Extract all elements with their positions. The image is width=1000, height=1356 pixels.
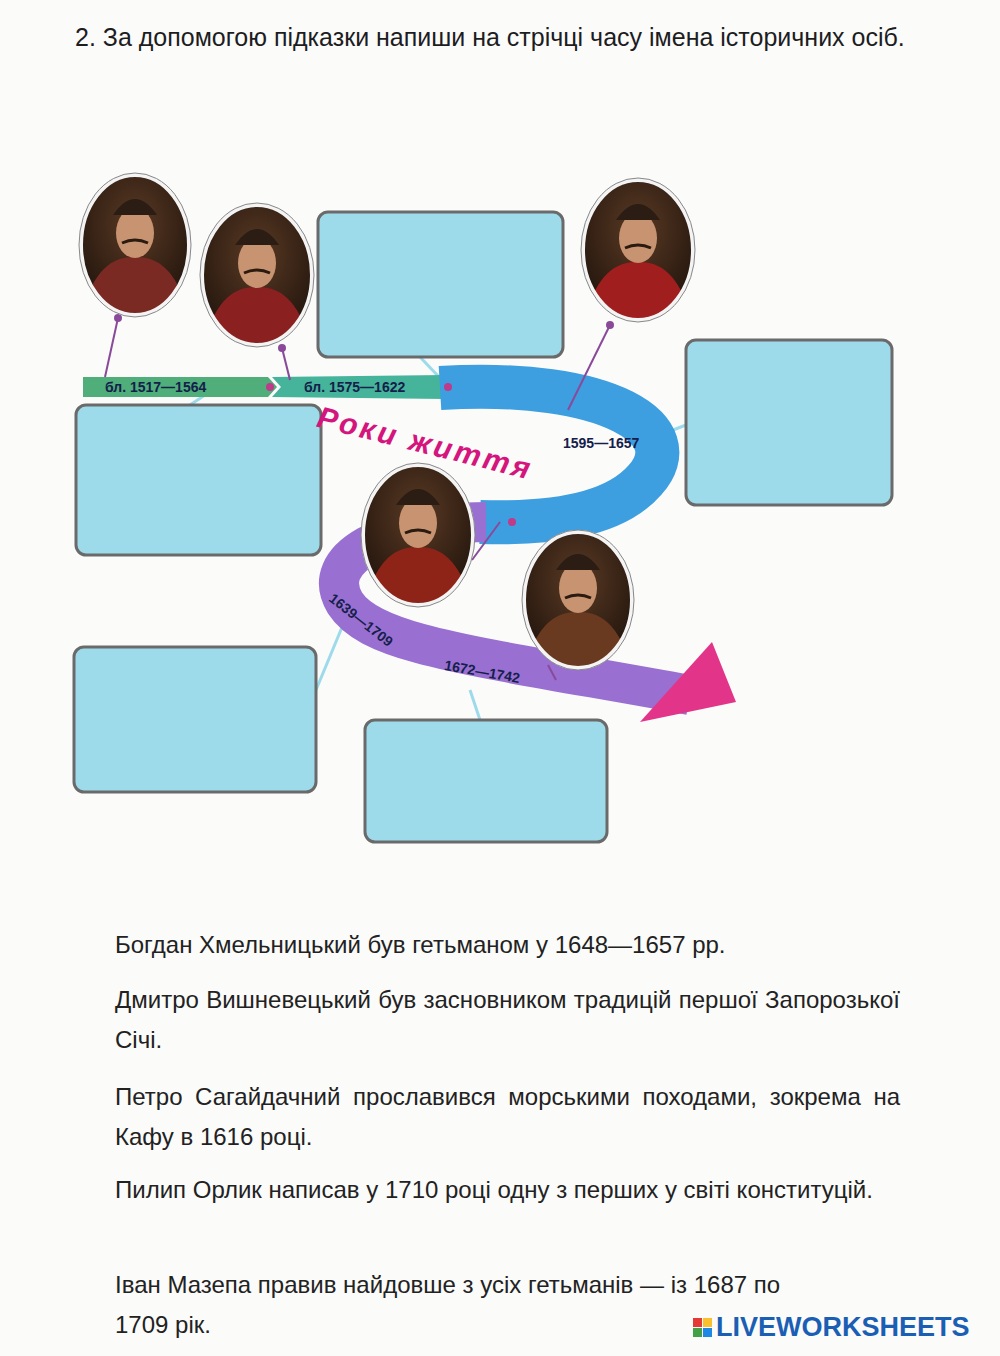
portrait-frame bbox=[361, 463, 475, 607]
portrait-frame bbox=[79, 173, 191, 317]
answer-box bbox=[74, 212, 892, 842]
portrait-clothing bbox=[583, 262, 693, 325]
portrait-leader bbox=[548, 665, 556, 680]
portrait-face bbox=[619, 213, 657, 263]
portrait-leader bbox=[115, 315, 121, 321]
answer-box bbox=[686, 340, 892, 505]
ribbon-segment bbox=[272, 375, 452, 399]
portrait-moustache bbox=[625, 245, 651, 248]
ribbon-dot bbox=[444, 383, 452, 391]
task-title: 2. За допомогою підказки напиши на стріч… bbox=[75, 18, 910, 56]
box-pointer bbox=[470, 690, 480, 720]
portrait-clothing bbox=[523, 612, 633, 675]
portrait-moustache bbox=[405, 530, 431, 533]
portrait-leader bbox=[472, 522, 500, 560]
hint-text: Пилип Орлик написав у 1710 році одну з п… bbox=[115, 1170, 900, 1210]
ribbon-arrowhead bbox=[640, 642, 736, 722]
portrait-frame bbox=[200, 203, 314, 347]
portrait-clothing bbox=[202, 287, 312, 350]
hint-text: Іван Мазепа правив найдовше з усіх гетьм… bbox=[115, 1265, 815, 1345]
logo-mark bbox=[693, 1318, 712, 1337]
portrait-hat bbox=[616, 204, 660, 220]
hint-text: Петро Сагайдачний прославився морськими … bbox=[115, 1077, 900, 1157]
portrait-frame bbox=[202, 205, 312, 345]
portrait-hat bbox=[396, 489, 440, 505]
portrait-moustache bbox=[565, 595, 591, 598]
logo-mark bbox=[693, 1318, 702, 1327]
portrait-leader bbox=[607, 322, 613, 328]
answer-box bbox=[318, 212, 563, 357]
portrait-hat bbox=[556, 554, 600, 570]
answer-box bbox=[74, 647, 316, 792]
portrait bbox=[523, 532, 633, 675]
date-label: 1595—1657 bbox=[563, 435, 639, 451]
portrait-hat bbox=[235, 229, 279, 245]
ribbon-dot bbox=[508, 518, 516, 526]
portrait-frame bbox=[81, 175, 189, 315]
portrait-face bbox=[116, 208, 154, 258]
box-pointer bbox=[316, 620, 345, 690]
portrait-frame bbox=[583, 180, 693, 320]
portrait-leader bbox=[105, 318, 118, 377]
portrait-moustache bbox=[122, 240, 148, 243]
portrait-hat bbox=[113, 199, 157, 215]
date-label: бл. 1575—1622 bbox=[304, 379, 405, 395]
portrait-frame bbox=[581, 178, 695, 322]
portrait-leader bbox=[279, 345, 285, 351]
portrait-frame bbox=[524, 532, 632, 668]
date-label: бл. 1517—1564 bbox=[105, 379, 206, 395]
portrait-face bbox=[238, 238, 276, 288]
box-pointer bbox=[420, 357, 440, 378]
logo-mark bbox=[703, 1328, 712, 1337]
answer-box bbox=[365, 720, 607, 842]
portrait-frame bbox=[522, 530, 634, 670]
portrait-leader bbox=[568, 325, 610, 410]
hint-text: Богдан Хмельницький був гетьманом у 1648… bbox=[115, 925, 726, 965]
portrait-leader bbox=[282, 348, 290, 380]
answer-box bbox=[76, 405, 321, 555]
portrait-clothing bbox=[80, 257, 190, 320]
portrait-frame bbox=[363, 465, 473, 605]
portrait-face bbox=[399, 498, 437, 548]
portrait-clothing bbox=[363, 547, 473, 610]
logo-mark bbox=[693, 1328, 702, 1337]
portrait-moustache bbox=[244, 270, 270, 273]
watermark: LIVEWORKSHEETS bbox=[716, 1312, 970, 1343]
ribbon-segment bbox=[83, 377, 277, 397]
hint-text: Дмитро Вишневецький був засновником трад… bbox=[115, 980, 900, 1060]
portrait bbox=[80, 175, 190, 320]
logo-mark bbox=[703, 1318, 712, 1327]
portrait-face bbox=[559, 563, 597, 613]
ribbon-dot bbox=[266, 383, 274, 391]
